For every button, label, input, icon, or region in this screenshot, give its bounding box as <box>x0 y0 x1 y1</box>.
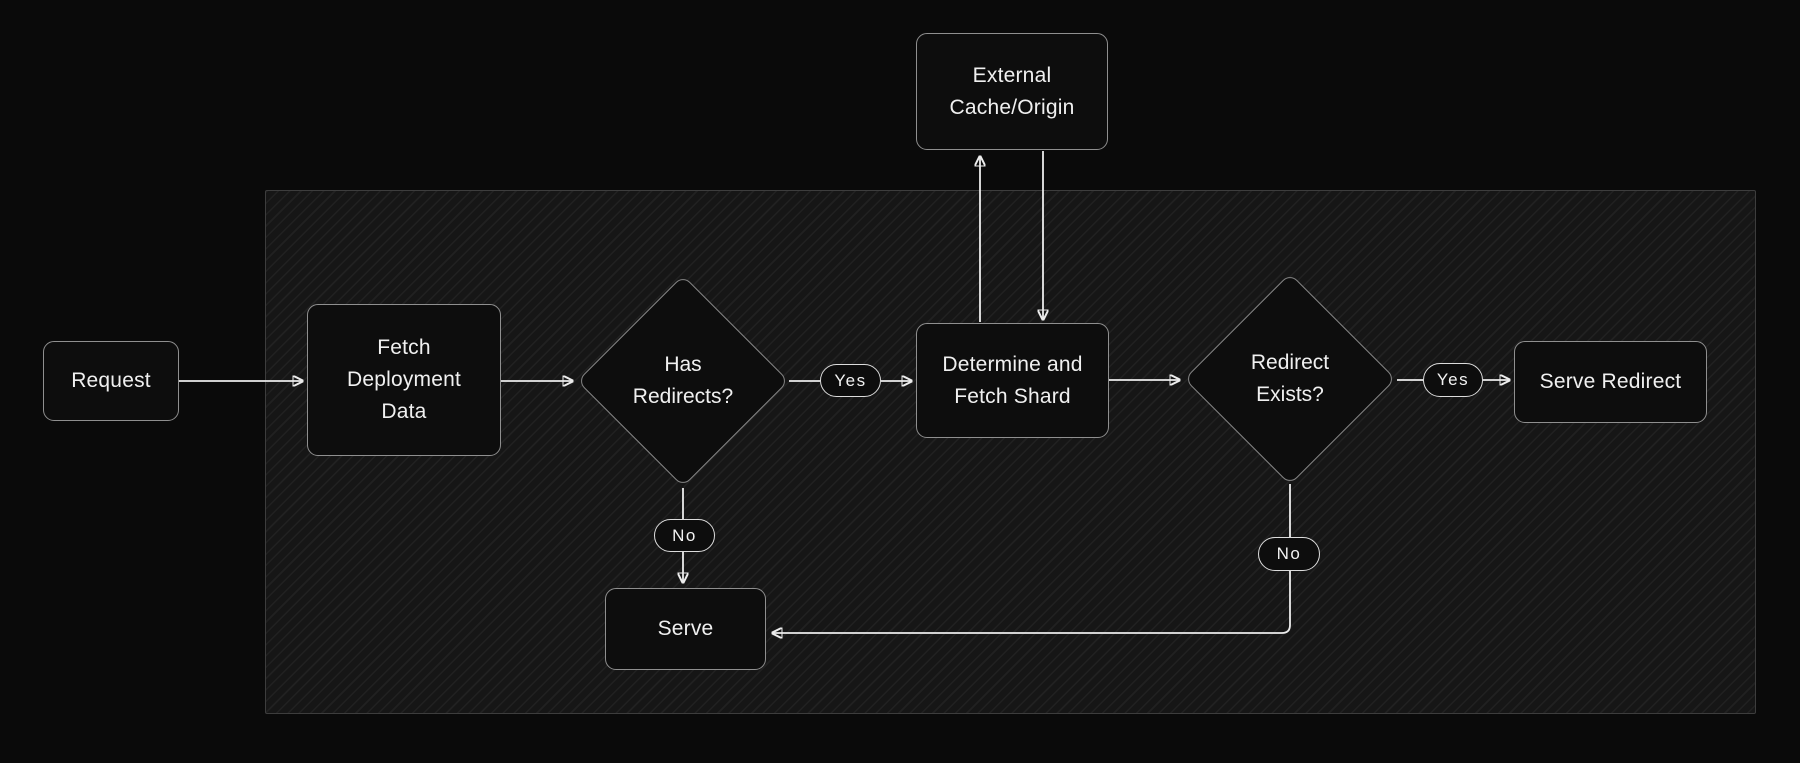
node-request-label: Request <box>71 369 151 392</box>
edge-label-redirect-exists-yes: Yes <box>1423 363 1483 397</box>
node-external-cache-origin-label: External Cache/Origin <box>949 63 1075 119</box>
node-redirect-exists-label: Redirect Exists? <box>1250 351 1330 406</box>
node-serve-redirect-label: Serve Redirect <box>1539 370 1682 393</box>
node-serve: Serve <box>605 588 766 670</box>
node-serve-redirect: Serve Redirect <box>1514 341 1707 423</box>
node-fetch-deployment-data: Fetch Deployment Data <box>307 304 501 456</box>
edge-label-has-redirects-yes: Yes <box>820 364 881 397</box>
node-determine-and-fetch-shard: Determine and Fetch Shard <box>916 323 1109 438</box>
node-request: Request <box>43 341 179 421</box>
node-fetch-deployment-data-label: Fetch Deployment Data <box>346 336 462 423</box>
node-determine-and-fetch-shard-label: Determine and Fetch Shard <box>942 352 1083 408</box>
hatched-subflow-container <box>265 190 1756 714</box>
edge-label-has-redirects-no: No <box>654 519 715 552</box>
node-has-redirects-label: Has Redirects? <box>632 353 734 408</box>
node-external-cache-origin: External Cache/Origin <box>916 33 1108 150</box>
node-has-redirects: Has Redirects? <box>576 274 790 488</box>
node-redirect-exists: Redirect Exists? <box>1183 272 1397 486</box>
node-serve-label: Serve <box>657 617 714 640</box>
edge-label-redirect-exists-no: No <box>1258 537 1320 571</box>
